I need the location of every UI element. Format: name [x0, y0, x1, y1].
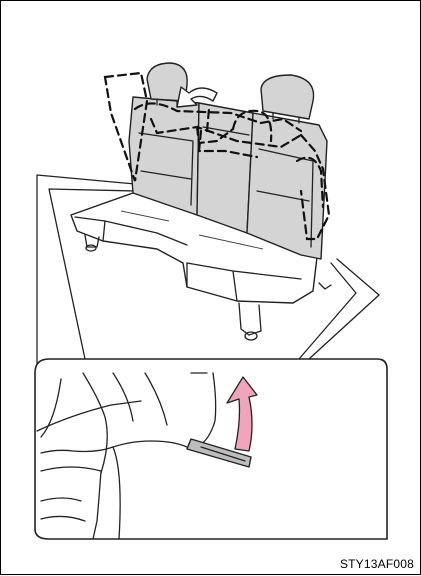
inset-detail: [35, 359, 387, 539]
figure-code: STY13AF008: [340, 557, 414, 571]
headrest-right: [261, 75, 314, 119]
